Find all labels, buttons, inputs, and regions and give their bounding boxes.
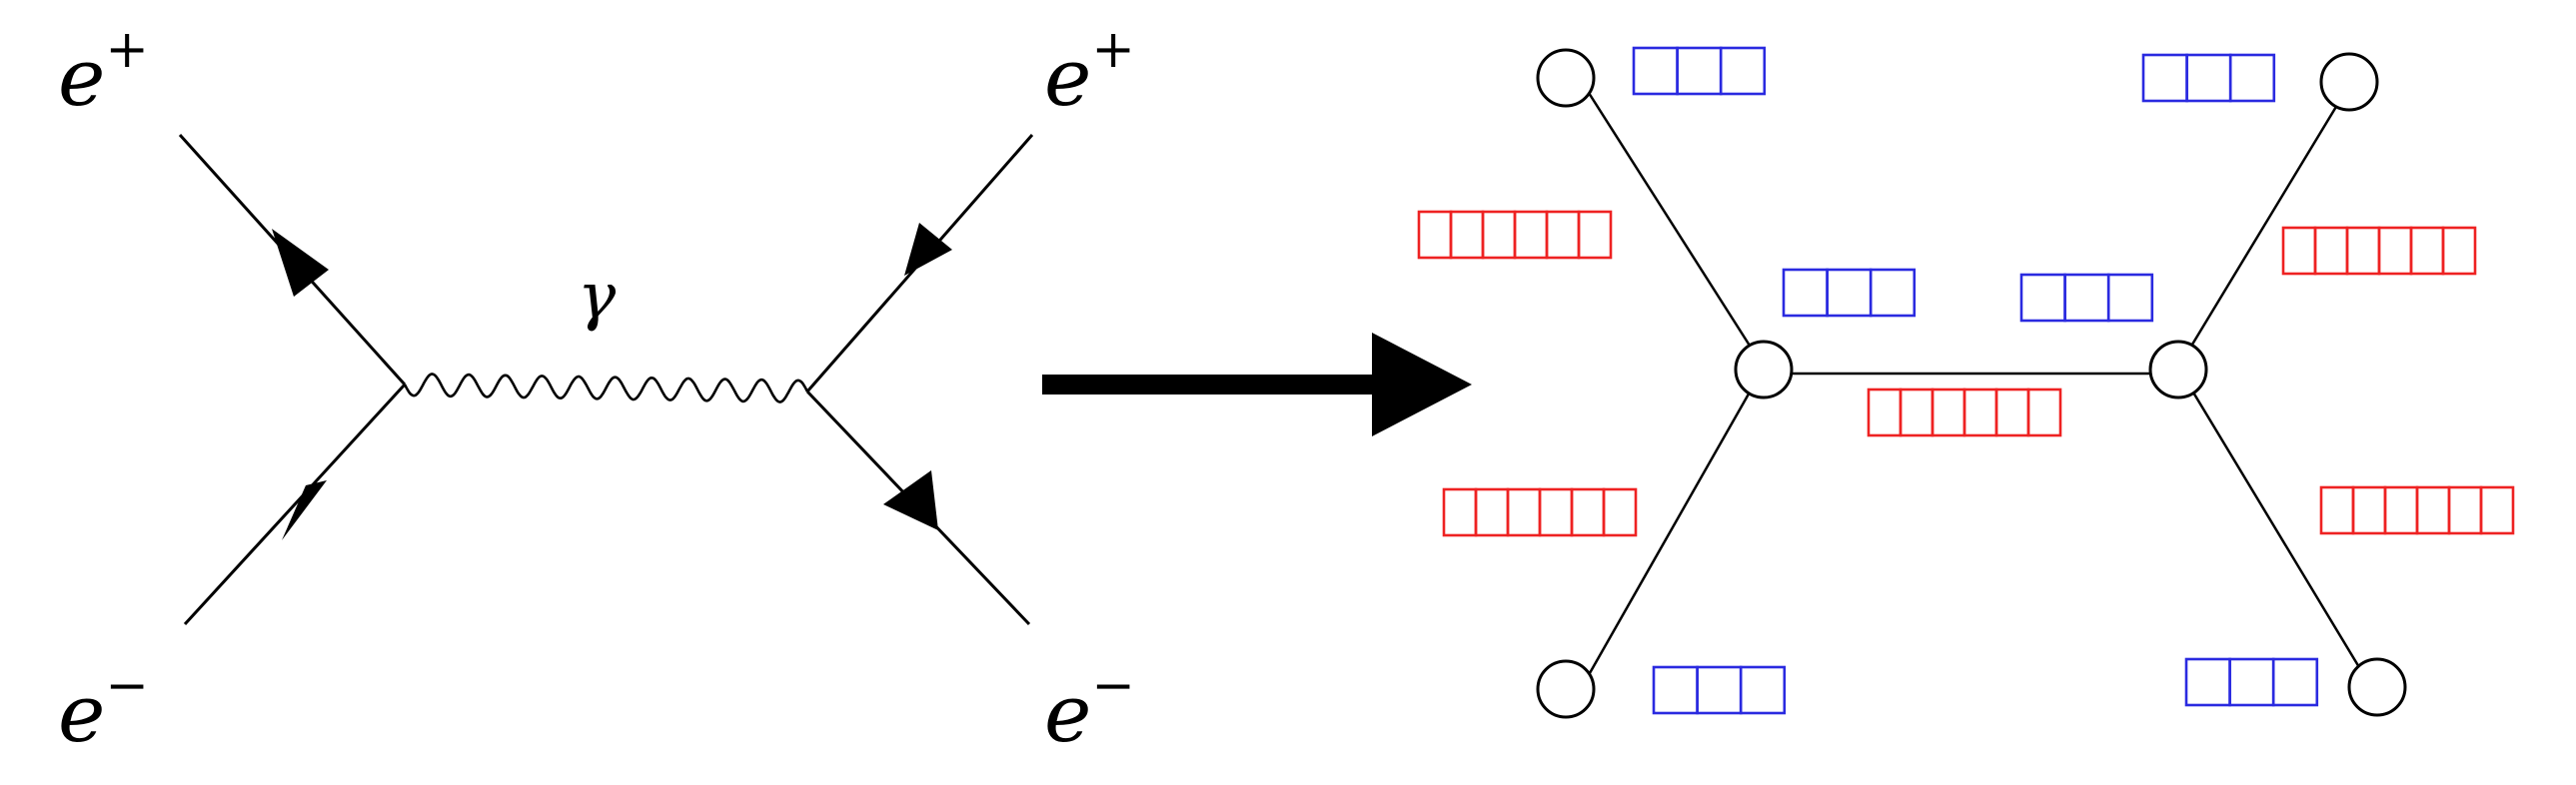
edge-features-top-right-cell bbox=[2441, 226, 2477, 276]
edge-features-top-left-cell bbox=[1545, 210, 1581, 260]
edge-features-top-right-cell bbox=[2345, 226, 2381, 276]
arrow-icon-bottom-right bbox=[883, 470, 938, 530]
graph-node-bottom-right bbox=[2347, 657, 2407, 717]
edge-features-bottom-left-cell bbox=[1602, 487, 1638, 537]
feynman-diagram: e+ e− e+ e− γ bbox=[58, 20, 1135, 760]
node-features-center-left bbox=[1782, 268, 1917, 318]
node-features-top-left-cell bbox=[1676, 46, 1723, 96]
graph-edge-bottom-left bbox=[1580, 367, 1766, 688]
edge-features-bottom-right-cell bbox=[2415, 485, 2451, 535]
particle-label-top-right: e+ bbox=[1044, 20, 1135, 124]
node-features-top-left-cell bbox=[1632, 46, 1679, 96]
node-features-top-left bbox=[1632, 46, 1767, 96]
edge-features-bottom-left-cell bbox=[1538, 487, 1574, 537]
edge-features-bottom-right-cell bbox=[2447, 485, 2483, 535]
node-features-center-right-cell bbox=[2106, 273, 2154, 323]
edge-features-top-left-cell bbox=[1449, 210, 1485, 260]
graph-node-top-right bbox=[2319, 52, 2379, 112]
arrow-icon-top-left bbox=[272, 229, 329, 297]
photon-propagator bbox=[403, 373, 809, 403]
edge-features-middle-cell bbox=[1867, 388, 1903, 437]
particle-label-bottom-left: e− bbox=[58, 656, 149, 760]
node-features-top-right-cell bbox=[2141, 53, 2188, 103]
edge-features-middle-cell bbox=[2026, 388, 2062, 437]
edge-features-top-right-cell bbox=[2409, 226, 2445, 276]
graph-edge-bottom-right bbox=[2176, 367, 2373, 688]
edge-features-middle-cell bbox=[1931, 388, 1966, 437]
graph-node-center-right bbox=[2148, 340, 2208, 399]
node-features-bottom-left-cell bbox=[1652, 665, 1699, 715]
edge-features-middle-cell bbox=[1962, 388, 1998, 437]
node-features-top-left-cell bbox=[1719, 46, 1767, 96]
node-features-center-right-cell bbox=[2019, 273, 2066, 323]
edge-features-top-left-cell bbox=[1577, 210, 1613, 260]
edge-features-bottom-left-cell bbox=[1506, 487, 1542, 537]
graph-node-top-left bbox=[1536, 48, 1596, 108]
edge-features-bottom-right-cell bbox=[2319, 485, 2355, 535]
node-features-bottom-right-cell bbox=[2184, 657, 2231, 707]
edge-features-middle bbox=[1867, 388, 2062, 437]
node-features-center-left-cell bbox=[1826, 268, 1873, 318]
graph-edge-top-left bbox=[1580, 81, 1766, 369]
edge-features-bottom-right-cell bbox=[2383, 485, 2419, 535]
edge-features-bottom-left-cell bbox=[1474, 487, 1510, 537]
arrow-icon-bottom-left bbox=[282, 480, 327, 540]
edge-features-bottom-right-cell bbox=[2479, 485, 2515, 535]
node-features-top-right bbox=[2141, 53, 2276, 103]
graph-diagram bbox=[1417, 46, 2515, 719]
node-features-center-left-cell bbox=[1869, 268, 1917, 318]
graph-node-center-left bbox=[1734, 340, 1794, 399]
edge-features-bottom-right-cell bbox=[2351, 485, 2387, 535]
graph-edge-top-right bbox=[2176, 81, 2353, 369]
edge-features-top-right-cell bbox=[2313, 226, 2349, 276]
node-features-center-right-cell bbox=[2063, 273, 2110, 323]
edge-features-bottom-left-cell bbox=[1570, 487, 1606, 537]
edge-features-top-left-cell bbox=[1417, 210, 1453, 260]
edge-features-top-left-cell bbox=[1481, 210, 1517, 260]
edge-features-bottom-right bbox=[2319, 485, 2515, 535]
graph-edges bbox=[1580, 81, 2373, 688]
node-features-bottom-left-cell bbox=[1696, 665, 1743, 715]
arrow-icon-top-right bbox=[904, 223, 952, 276]
node-features-center-right bbox=[2019, 273, 2154, 323]
node-features-bottom-right-cell bbox=[2271, 657, 2319, 707]
node-features-center-left-cell bbox=[1782, 268, 1829, 318]
graph-node-bottom-left bbox=[1536, 659, 1596, 719]
edge-features-top-right-cell bbox=[2281, 226, 2317, 276]
transform-arrow-icon bbox=[1042, 333, 1472, 436]
fermion-line-bottom-left bbox=[183, 383, 407, 626]
edge-feature-boxes bbox=[1417, 210, 2515, 537]
edge-features-top-left-cell bbox=[1513, 210, 1549, 260]
node-features-bottom-left bbox=[1652, 665, 1787, 715]
node-features-bottom-left-cell bbox=[1739, 665, 1787, 715]
photon-label: γ bbox=[578, 260, 617, 334]
node-features-top-right-cell bbox=[2228, 53, 2276, 103]
edge-features-middle-cell bbox=[1994, 388, 2030, 437]
edge-features-top-right bbox=[2281, 226, 2477, 276]
edge-features-bottom-left-cell bbox=[1442, 487, 1478, 537]
particle-label-top-left: e+ bbox=[58, 20, 149, 124]
particle-label-bottom-right: e− bbox=[1044, 656, 1135, 760]
node-features-bottom-right-cell bbox=[2228, 657, 2275, 707]
node-feature-boxes bbox=[1632, 46, 2319, 715]
edge-features-middle-cell bbox=[1899, 388, 1934, 437]
node-features-top-right-cell bbox=[2185, 53, 2232, 103]
node-features-bottom-right bbox=[2184, 657, 2319, 707]
edge-features-top-left bbox=[1417, 210, 1613, 260]
edge-features-top-right-cell bbox=[2377, 226, 2413, 276]
edge-features-bottom-left bbox=[1442, 487, 1638, 537]
